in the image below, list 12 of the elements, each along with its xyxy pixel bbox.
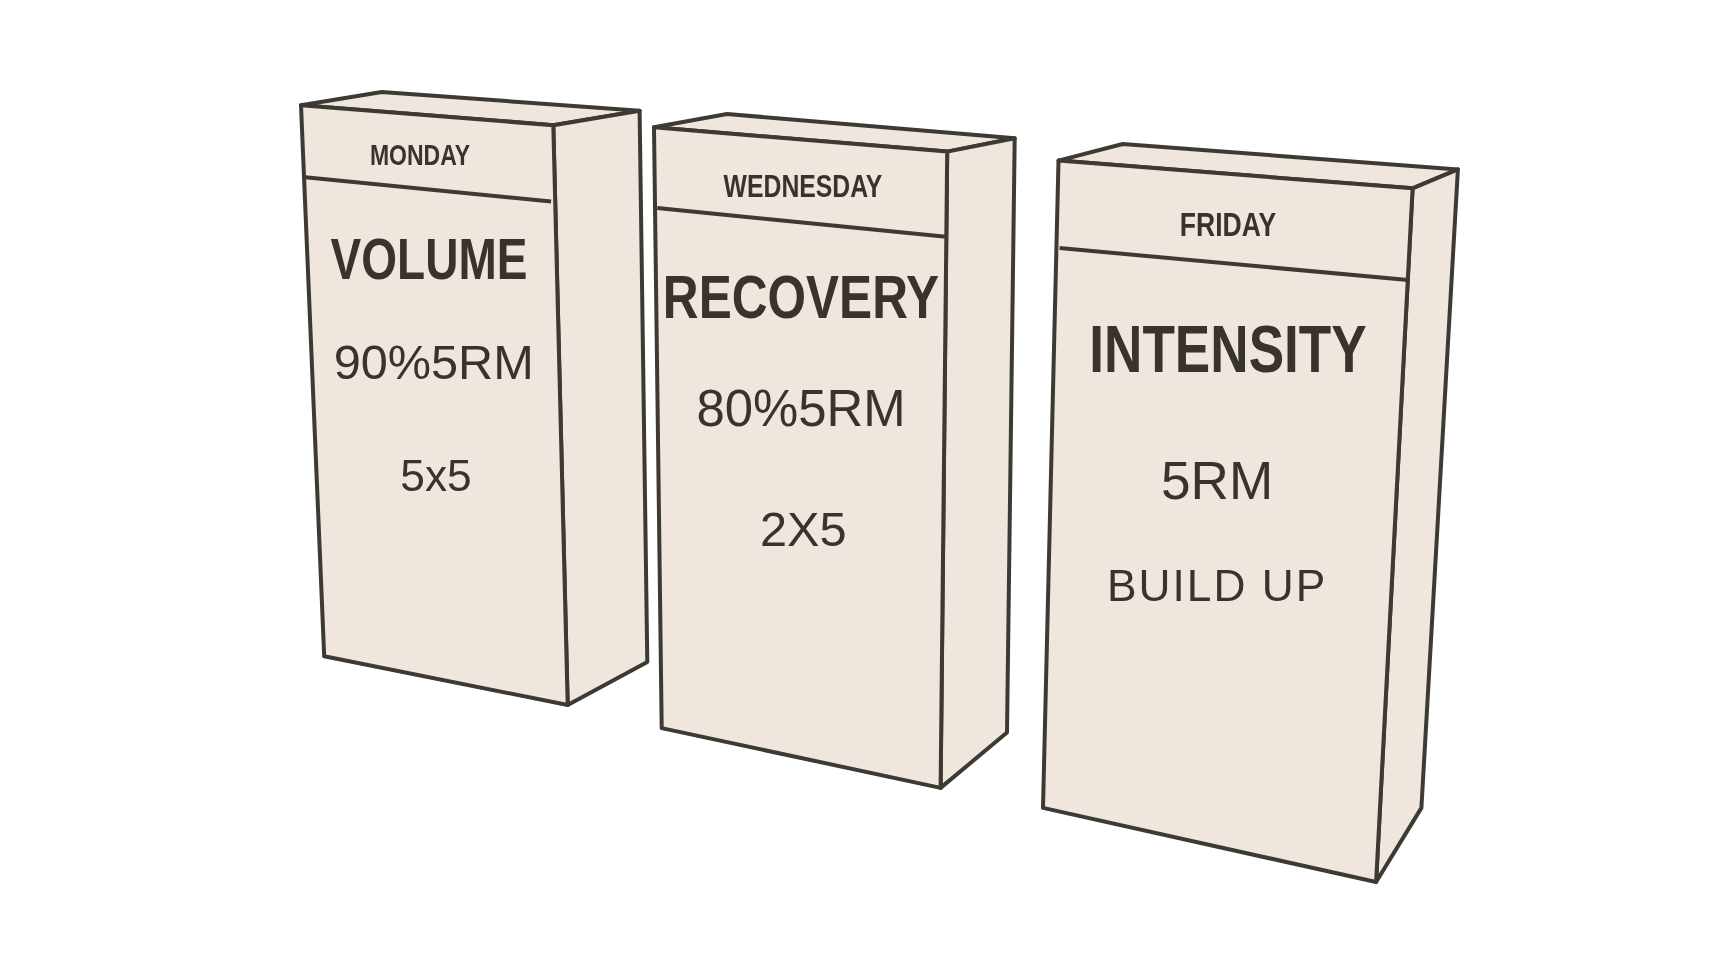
intensity-text: 90%5RM bbox=[333, 337, 534, 387]
sets-text: 2X5 bbox=[760, 504, 847, 554]
focus-title: INTENSITY bbox=[1089, 315, 1367, 382]
day-heading: WEDNESDAY bbox=[723, 170, 883, 202]
day-heading: MONDAY bbox=[370, 140, 471, 170]
sets-text: BUILD UP bbox=[1107, 564, 1328, 609]
sets-text: 5x5 bbox=[400, 453, 472, 498]
focus-title: VOLUME bbox=[330, 231, 528, 289]
day-heading: FRIDAY bbox=[1180, 208, 1277, 242]
focus-title: RECOVERY bbox=[662, 265, 940, 328]
intensity-text: 5RM bbox=[1161, 454, 1274, 508]
intensity-text: 80%5RM bbox=[696, 383, 906, 435]
